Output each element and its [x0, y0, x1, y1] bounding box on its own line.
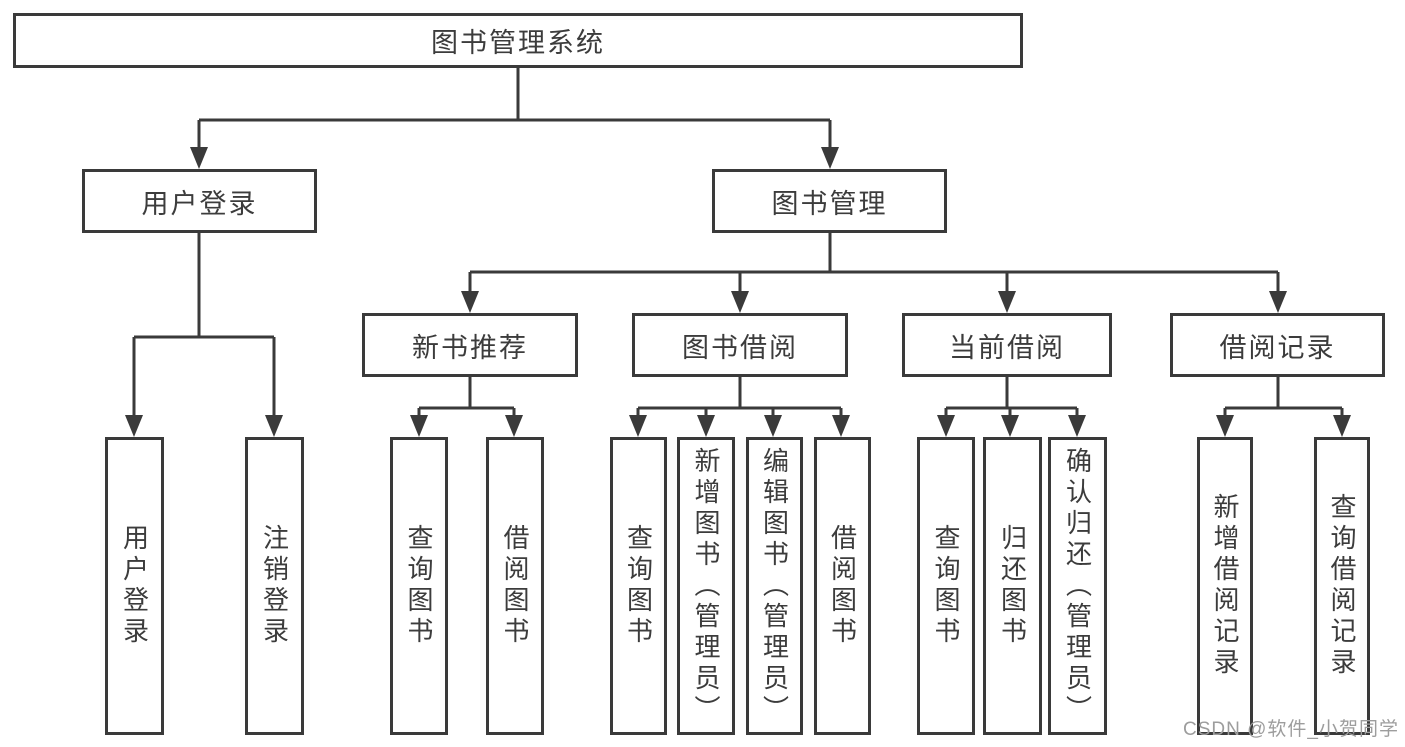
- leaf-add-book-admin: 新增图书（管理员）: [677, 437, 735, 735]
- node-new-book-recommendation-label: 新书推荐: [412, 332, 528, 363]
- leaf-edit-book-admin-label: 编辑图书（管理员）: [759, 446, 790, 726]
- leaf-borrow-books-recommend-label: 借阅图书: [500, 524, 530, 648]
- leaf-borrow-books-borrowing-label: 借阅图书: [827, 524, 858, 648]
- leaf-return-books: 归还图书: [983, 437, 1042, 735]
- node-borrowing-records: 借阅记录: [1170, 313, 1385, 377]
- leaf-edit-book-admin: 编辑图书（管理员）: [746, 437, 803, 735]
- node-user-login-label: 用户登录: [141, 188, 258, 219]
- leaf-query-books-current-label: 查询图书: [931, 524, 961, 648]
- leaf-user-login-label: 用户登录: [119, 524, 150, 648]
- node-root-label: 图书管理系统: [431, 28, 605, 58]
- node-book-borrowing: 图书借阅: [632, 313, 848, 377]
- leaf-logout-label: 注销登录: [259, 524, 290, 648]
- node-root-system: 图书管理系统: [13, 13, 1023, 68]
- leaf-query-books-borrowing-label: 查询图书: [623, 524, 654, 648]
- node-book-management: 图书管理: [712, 169, 947, 233]
- leaf-user-login: 用户登录: [105, 437, 164, 735]
- leaf-borrow-books-recommend: 借阅图书: [486, 437, 544, 735]
- leaf-return-books-label: 归还图书: [997, 524, 1028, 648]
- leaf-query-borrow-record: 查询借阅记录: [1314, 437, 1370, 735]
- watermark: CSDN @软件_小贺同学: [1183, 719, 1399, 740]
- node-user-login: 用户登录: [82, 169, 317, 233]
- leaf-query-books-recommend: 查询图书: [390, 437, 448, 735]
- leaf-borrow-books-borrowing: 借阅图书: [814, 437, 871, 735]
- leaf-query-borrow-record-label: 查询借阅记录: [1327, 493, 1357, 679]
- node-borrowing-records-label: 借阅记录: [1219, 332, 1336, 363]
- node-book-management-label: 图书管理: [771, 188, 888, 219]
- leaf-add-borrow-record-label: 新增借阅记录: [1210, 493, 1240, 679]
- node-current-borrowing-label: 当前借阅: [949, 332, 1065, 363]
- leaf-query-books-current: 查询图书: [917, 437, 975, 735]
- leaf-confirm-return-admin-label: 确认归还（管理员）: [1062, 446, 1093, 726]
- node-book-borrowing-label: 图书借阅: [682, 332, 798, 363]
- node-new-book-recommendation: 新书推荐: [362, 313, 578, 377]
- leaf-add-borrow-record: 新增借阅记录: [1197, 437, 1253, 735]
- leaf-confirm-return-admin: 确认归还（管理员）: [1048, 437, 1107, 735]
- leaf-add-book-admin-label: 新增图书（管理员）: [691, 446, 721, 726]
- leaf-query-books-borrowing: 查询图书: [610, 437, 667, 735]
- leaf-query-books-recommend-label: 查询图书: [404, 524, 434, 648]
- leaf-logout: 注销登录: [245, 437, 304, 735]
- node-current-borrowing: 当前借阅: [902, 313, 1112, 377]
